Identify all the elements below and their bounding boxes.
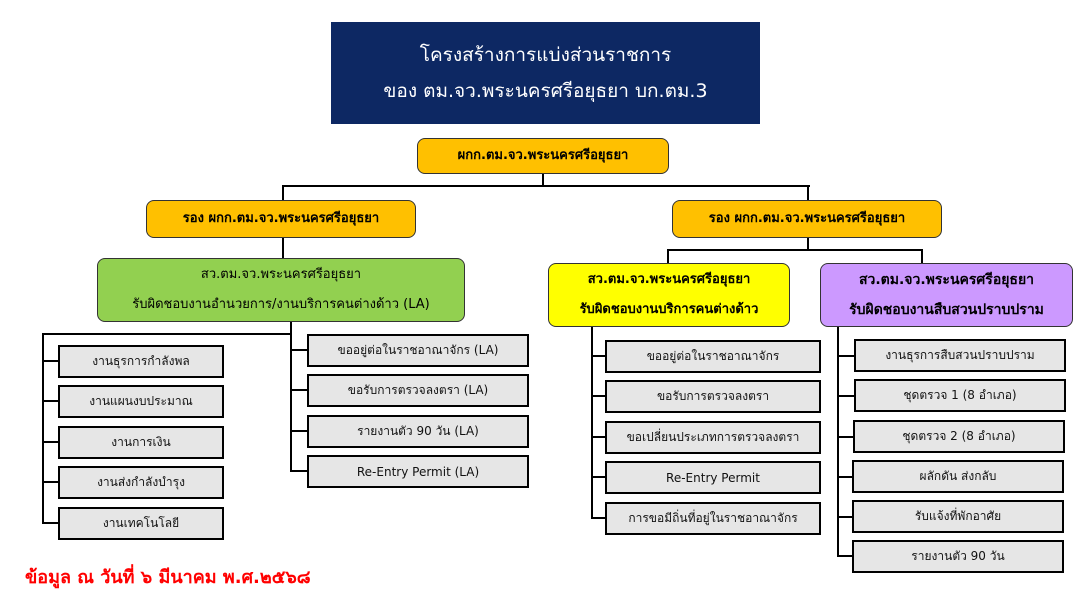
la-unit-box: สว.ตม.จว.พระนครศรีอยุธยา รับผิดชอบงานอำน… <box>97 258 465 322</box>
investigation-unit-box: สว.ตม.จว.พระนครศรีอยุธยา รับผิดชอบงานสืบ… <box>820 263 1073 327</box>
investigation-item: ผลักดัน ส่งกลับ <box>852 460 1064 493</box>
la-unit-line-1: สว.ตม.จว.พระนครศรีอยุธยา <box>200 267 362 282</box>
foreign-unit-line-1: สว.ตม.จว.พระนครศรีอยุธยา <box>587 272 751 287</box>
head-box: ผกก.ตม.จว.พระนครศรีอยุธยา <box>417 138 669 174</box>
deputy-box-right: รอง ผกก.ตม.จว.พระนครศรีอยุธยา <box>672 200 942 238</box>
investigation-unit-line-2: รับผิดชอบงานสืบสวนปราบปราม <box>849 302 1044 318</box>
chart-title: โครงสร้างการแบ่งส่วนราชการ ของ ตม.จว.พระ… <box>331 22 760 124</box>
investigation-item: ชุดตรวจ 2 (8 อำเภอ) <box>853 420 1065 453</box>
foreign-unit-box: สว.ตม.จว.พระนครศรีอยุธยา รับผิดชอบงานบริ… <box>548 263 790 327</box>
investigation-item: งานธุรการสืบสวนปราบปราม <box>854 339 1066 372</box>
investigation-item: ชุดตรวจ 1 (8 อำเภอ) <box>854 379 1066 412</box>
foreign-item: ขอเปลี่ยนประเภทการตรวจลงตรา <box>605 421 821 454</box>
la-service-item: ขอรับการตรวจลงตรา (LA) <box>307 374 529 407</box>
la-item: งานการเงิน <box>58 426 224 459</box>
foreign-item: Re-Entry Permit <box>605 461 821 494</box>
investigation-item: รับแจ้งที่พักอาศัย <box>852 500 1064 533</box>
la-service-item: ขออยู่ต่อในราชอาณาจักร (LA) <box>307 334 529 367</box>
deputy-box-left: รอง ผกก.ตม.จว.พระนครศรีอยุธยา <box>146 200 416 238</box>
la-item: งานธุรการกำลังพล <box>58 345 224 378</box>
la-service-item: Re-Entry Permit (LA) <box>307 455 529 488</box>
la-item: งานเทคโนโลยี <box>58 507 224 540</box>
la-item: งานส่งกำลังบำรุง <box>58 466 224 499</box>
foreign-item: ขออยู่ต่อในราชอาณาจักร <box>605 340 821 373</box>
investigation-unit-line-1: สว.ตม.จว.พระนครศรีอยุธยา <box>858 272 1035 288</box>
title-line-2: ของ ตม.จว.พระนครศรีอยุธยา บก.ตม.3 <box>383 80 708 102</box>
la-unit-line-2: รับผิดชอบงานอำนวยการ/งานบริการคนต่างด้าว… <box>132 297 430 312</box>
la-service-item: รายงานตัว 90 วัน (LA) <box>307 415 529 448</box>
foreign-item: ขอรับการตรวจลงตรา <box>605 380 821 413</box>
data-date-note: ข้อมูล ณ วันที่ ๖ มีนาคม พ.ศ.๒๕๖๘ <box>25 567 311 588</box>
title-line-1: โครงสร้างการแบ่งส่วนราชการ <box>419 44 672 66</box>
foreign-item: การขอมีถิ่นที่อยู่ในราชอาณาจักร <box>605 502 821 535</box>
foreign-unit-line-2: รับผิดชอบงานบริการคนต่างด้าว <box>579 302 759 317</box>
la-item: งานแผนงบประมาณ <box>58 385 224 418</box>
investigation-item: รายงานตัว 90 วัน <box>852 540 1064 573</box>
